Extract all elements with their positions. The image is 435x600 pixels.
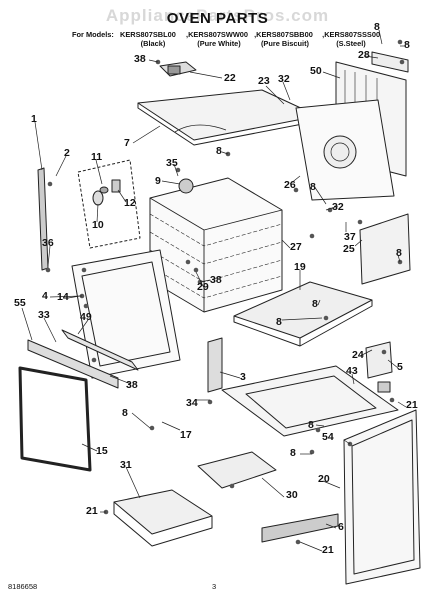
igniter-kit-group xyxy=(77,159,141,249)
right-side-panel xyxy=(359,213,411,285)
callout-label: 27 xyxy=(290,241,302,253)
callout-label: 25 xyxy=(343,243,355,255)
callout-label: 8 xyxy=(310,181,316,193)
thermostat-sensor xyxy=(178,178,194,194)
callout-label: 8 xyxy=(308,419,314,431)
callout-label: 30 xyxy=(286,489,298,501)
callout-label: 17 xyxy=(180,429,192,441)
callout-label: 32 xyxy=(332,201,344,213)
callout-label: 15 xyxy=(96,445,108,457)
callout-label: 38 xyxy=(210,274,222,286)
callout-label: 54 xyxy=(322,431,334,443)
oven-cavity xyxy=(149,177,283,313)
model-color: (S.Steel) xyxy=(336,39,366,48)
model-code: KERS807SSS00 xyxy=(324,30,381,39)
callout-label: 10 xyxy=(92,219,104,231)
callout-label: 8 xyxy=(404,39,410,51)
vent-trim xyxy=(27,339,119,389)
rear-mounting-bracket xyxy=(371,51,409,73)
callout-label: 1 xyxy=(31,113,37,125)
callout-label: 2 xyxy=(64,147,70,159)
callout-label: 28 xyxy=(358,49,370,61)
callout-label: 8 xyxy=(396,247,402,259)
callout-label: 36 xyxy=(42,237,54,249)
callout-label: 34 xyxy=(186,397,198,409)
watermark: AppliancePartsPros.com xyxy=(105,6,330,25)
callout-label: 20 xyxy=(318,473,330,485)
callout-label: 19 xyxy=(294,261,306,273)
callout-label: 50 xyxy=(310,65,322,77)
leader-lines xyxy=(21,29,407,552)
callout-label: 26 xyxy=(284,179,296,191)
model-color: (Pure White) xyxy=(197,39,241,48)
callout-label: 4 xyxy=(42,290,48,302)
broiler-tray xyxy=(197,451,277,489)
model-list: For Models: KERS807SBL00, KERS807SWW00, … xyxy=(72,30,390,48)
callout-label: 9 xyxy=(155,175,161,187)
model-code: KERS807SBB00 xyxy=(256,30,313,39)
page-number: 3 xyxy=(212,582,217,591)
callout-label: 21 xyxy=(406,399,418,411)
callout-label: 43 xyxy=(346,365,358,377)
page-title: OVEN PARTS xyxy=(166,10,269,27)
model-color: (Pure Biscuit) xyxy=(260,39,310,48)
convection-fan-cover xyxy=(323,135,357,169)
storage-drawer xyxy=(113,489,213,535)
callout-label: 8 xyxy=(122,407,128,419)
callout-label: 7 xyxy=(124,137,130,149)
callout-label: 12 xyxy=(124,197,136,209)
callout-label: 38 xyxy=(126,379,138,391)
part-number-footer: 8186658 xyxy=(8,582,38,591)
callout-label: 29 xyxy=(197,281,209,293)
callout-label: 24 xyxy=(352,349,364,361)
callout-label: 38 xyxy=(134,53,146,65)
model-code: KERS807SWW00 xyxy=(188,30,249,39)
callout-label: 8 xyxy=(276,316,282,328)
callout-label: 35 xyxy=(166,157,178,169)
callout-label: 23 xyxy=(258,75,270,87)
callout-label: 21 xyxy=(86,505,98,517)
callout-label: 8 xyxy=(290,447,296,459)
callout-label: 11 xyxy=(91,151,103,163)
callout-label: 22 xyxy=(224,72,236,84)
callout-label: 33 xyxy=(38,309,50,321)
callout-label: 6 xyxy=(338,521,344,533)
callout-label: 3 xyxy=(240,371,246,383)
oven-door-panel xyxy=(343,409,421,585)
callout-label: 31 xyxy=(120,459,132,471)
callout-label: 55 xyxy=(14,297,26,309)
callout-label: 8 xyxy=(312,298,318,310)
model-code: KERS807SBL00 xyxy=(120,30,176,39)
callout-label: 14 xyxy=(57,291,69,303)
callout-label: 8 xyxy=(374,21,380,33)
callout-label: 5 xyxy=(397,361,403,373)
callout-label: 37 xyxy=(344,231,356,243)
hinge-bracket xyxy=(207,337,223,393)
kick-plate xyxy=(261,513,339,543)
door-gasket xyxy=(18,366,92,472)
model-color: (Black) xyxy=(140,39,166,48)
callout-label: 8 xyxy=(216,145,222,157)
callout-label: 32 xyxy=(278,73,290,85)
callout-label: 49 xyxy=(80,311,92,323)
left-side-trim xyxy=(37,167,49,271)
lower-seal xyxy=(61,329,139,371)
callout-label: 21 xyxy=(322,544,334,556)
models-label: For Models: xyxy=(72,30,114,39)
oven-top-panel xyxy=(137,89,319,141)
